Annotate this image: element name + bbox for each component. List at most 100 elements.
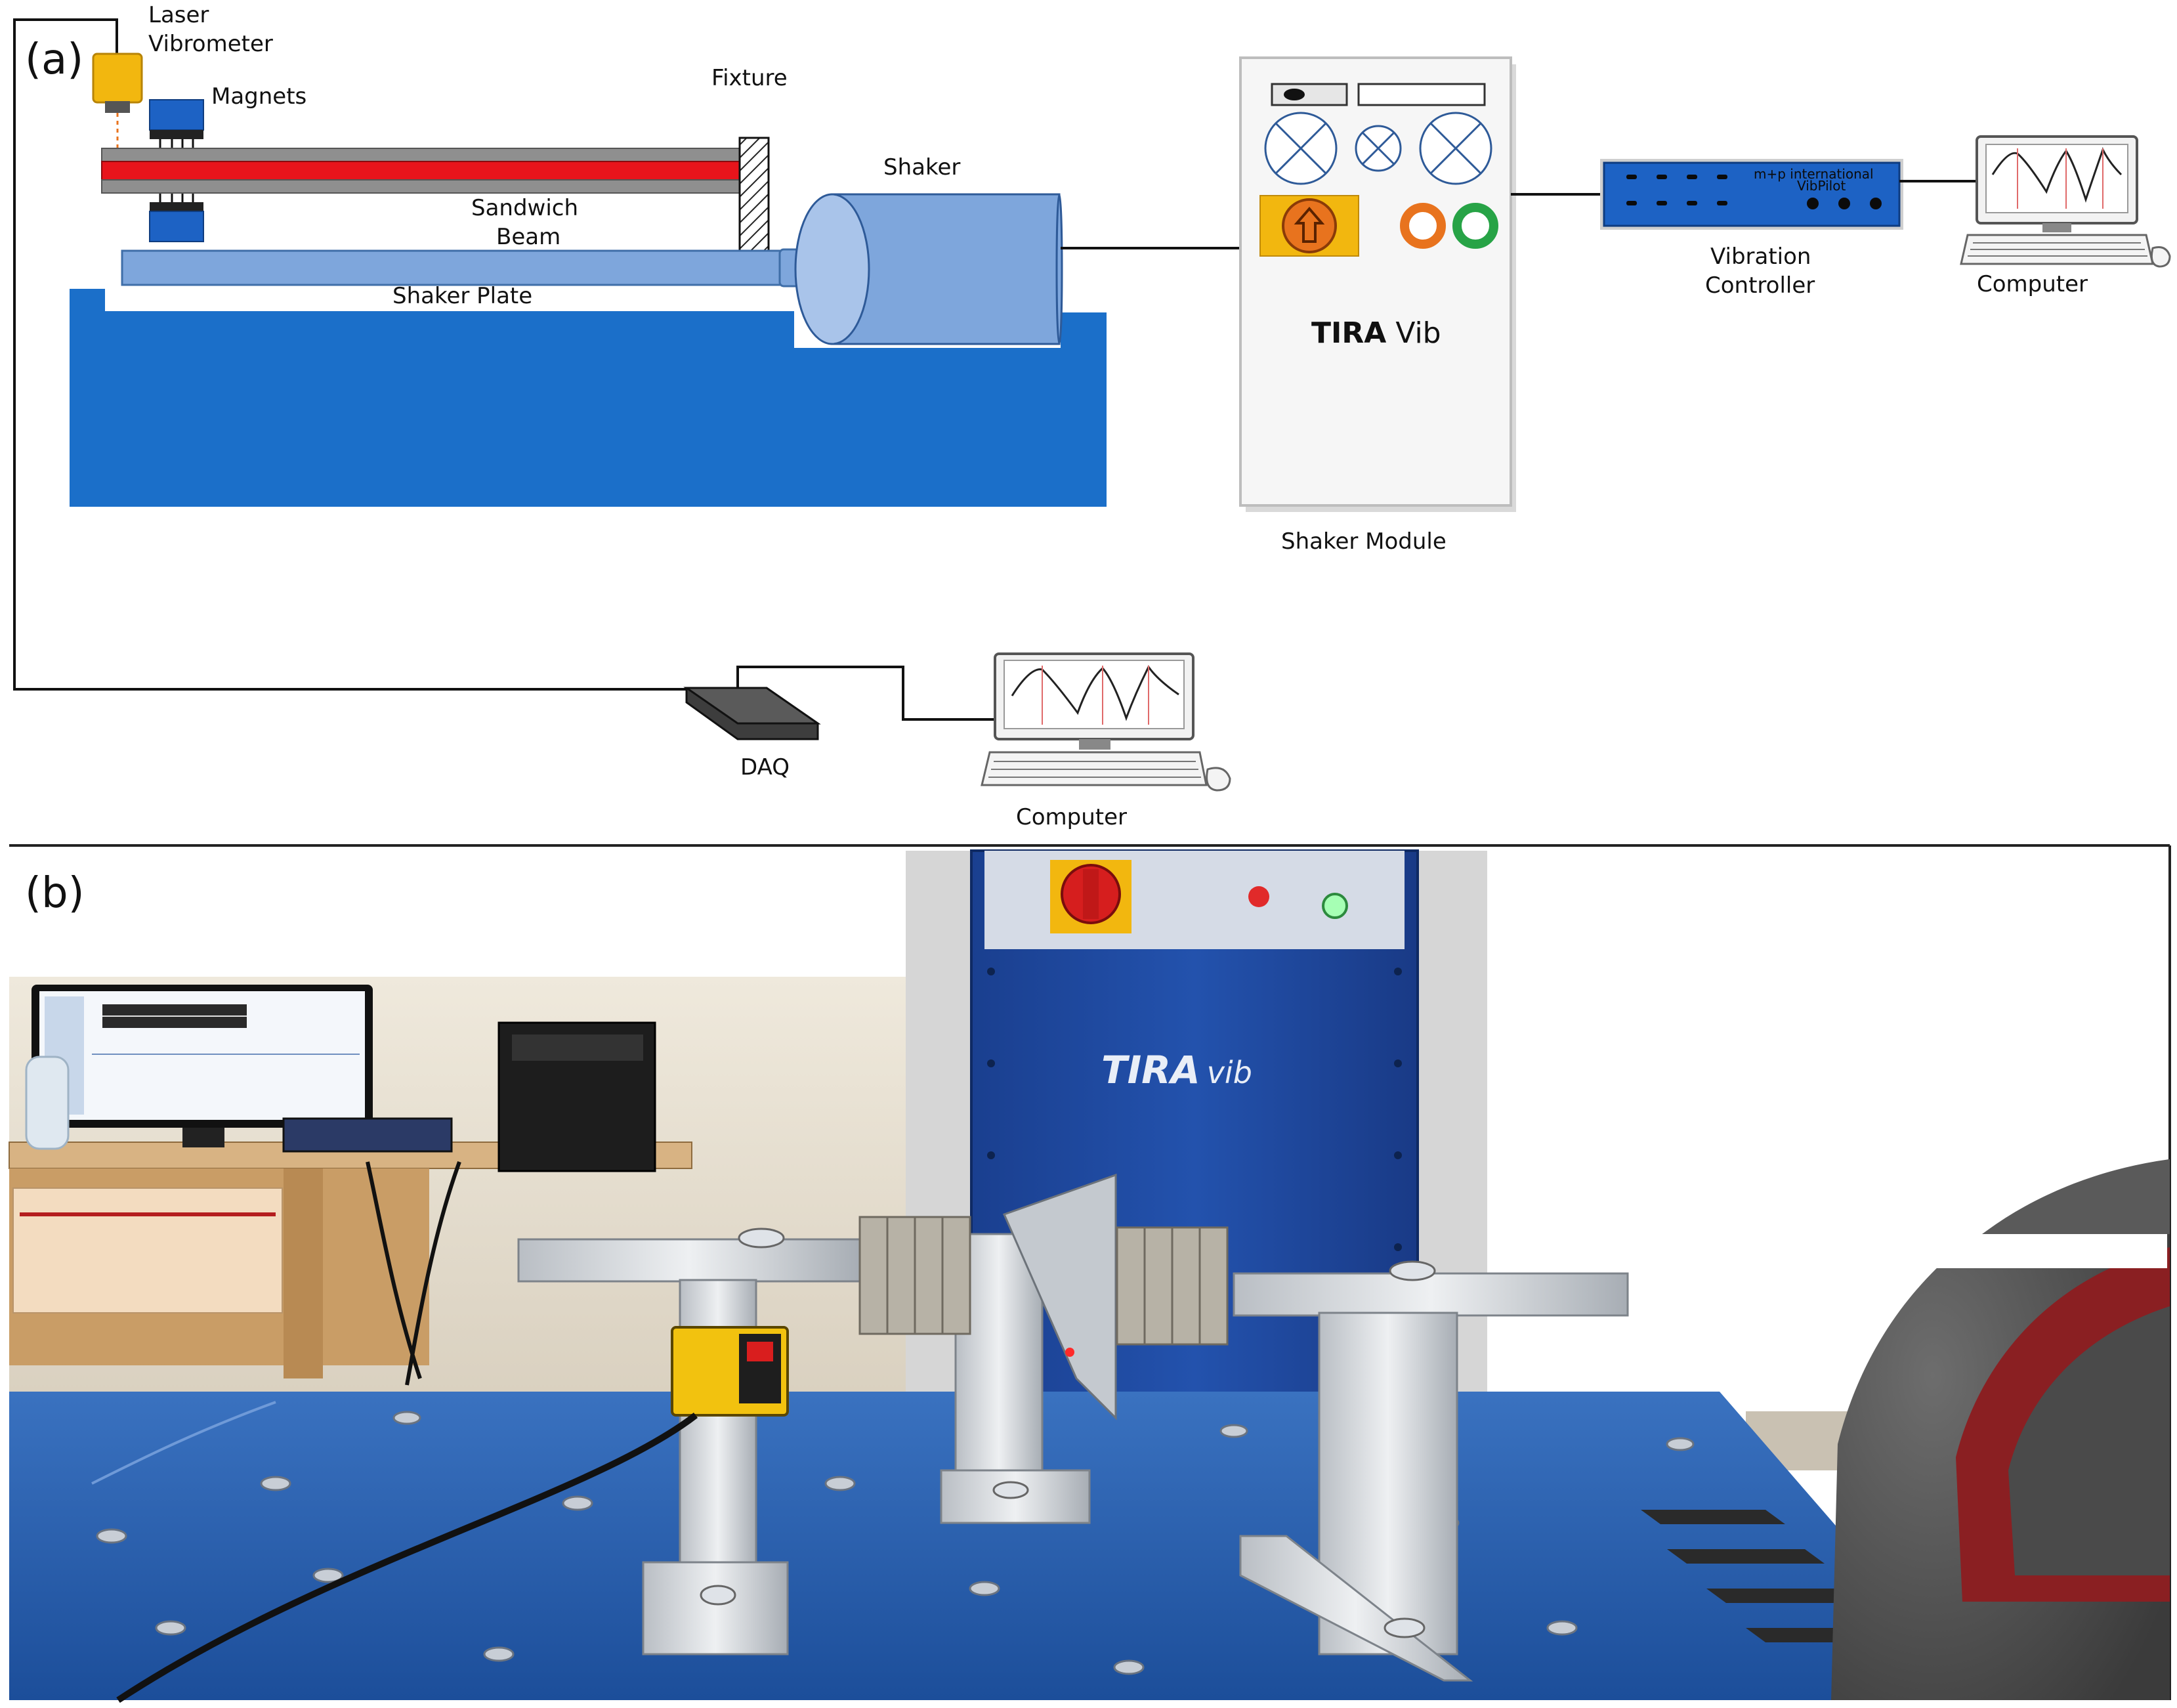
- center-plate: [1002, 1173, 1117, 1420]
- magnet-bottom: [149, 211, 204, 242]
- shaker: [778, 193, 1063, 345]
- laser-vibrometer-body: [92, 53, 143, 104]
- computer-bottom-mouse: [1206, 767, 1231, 792]
- left-post-foot: [642, 1561, 789, 1655]
- left-top-bolt: [738, 1228, 785, 1249]
- tower-pc-drive-bay: [512, 1035, 643, 1061]
- shaker-module-label: Shaker Module: [1281, 528, 1447, 555]
- computer-bottom-label: Computer: [1016, 804, 1127, 830]
- right-post-foot: [1239, 1535, 1473, 1682]
- sandwich-beam-label-line1: Sandwich: [471, 195, 578, 221]
- panel-b-label: (b): [25, 869, 85, 918]
- laser-sensor-cable: [116, 1413, 698, 1703]
- daq: [683, 687, 821, 740]
- magnets-label: Magnets: [211, 83, 306, 110]
- laser-vibrometer-label-line1: Laser: [148, 2, 209, 28]
- slip-table: [9, 1392, 1890, 1700]
- computer-right: [1960, 135, 2171, 268]
- fixture: [738, 137, 770, 252]
- module-meters: [1264, 112, 1492, 185]
- center-foot-bolt: [992, 1481, 1029, 1499]
- keyboard-keys: [1968, 242, 2147, 257]
- cabinet-brand-rest: vib: [1207, 1055, 1252, 1090]
- beam-bottom-layer: [101, 179, 740, 194]
- magnet-top-plate: [150, 130, 203, 139]
- shaker-plate-label: Shaker Plate: [392, 283, 532, 309]
- main-switch-handle: [1083, 869, 1099, 919]
- frf-markers: [2017, 148, 2103, 209]
- magnet-stack-right: [1116, 1226, 1229, 1346]
- shaker-module: TIRA Vib: [1239, 56, 1516, 512]
- frf-markers-bottom: [1042, 666, 1149, 725]
- controller-brand-line2: VibPilot: [1797, 178, 1846, 194]
- right-crossbar: [1233, 1272, 1629, 1317]
- sandwich-beam-label-line2: Beam: [496, 224, 560, 250]
- computer-right-label: Computer: [1977, 271, 2088, 297]
- controller-body: [1603, 161, 1901, 227]
- daq-to-computer-cable: [736, 666, 995, 721]
- keyboard-keys-bottom: [988, 761, 1201, 778]
- daq-top: [683, 687, 821, 725]
- cabinet-screws: [987, 968, 1402, 1251]
- shaker-body: [831, 193, 1061, 345]
- photo-mask-top-right: [1487, 851, 2167, 1159]
- module-display: [1357, 83, 1486, 106]
- laser-vibrometer: [92, 53, 143, 152]
- magnet-stack-left: [858, 1216, 971, 1335]
- base-block: [70, 289, 1107, 507]
- computer-bottom-stand: [1079, 739, 1110, 750]
- module-indicator-dot: [1284, 89, 1305, 100]
- shaker-plate: [121, 249, 794, 286]
- emergency-switch: [1282, 198, 1337, 253]
- right-top-bolt: [1389, 1260, 1436, 1281]
- module-brand: TIRA Vib: [1311, 316, 1441, 350]
- sandwich-beam: [101, 148, 740, 194]
- fixture-label: Fixture: [711, 65, 788, 91]
- beam-top-layer: [101, 148, 740, 162]
- computer-bottom-screen: [1004, 660, 1185, 729]
- laser-vibrometer-label-line2: Vibrometer: [148, 31, 273, 57]
- magnet-top: [149, 99, 204, 131]
- magnet-bottom-plate: [150, 202, 203, 211]
- shaker-back: [1055, 193, 1063, 345]
- panel-a-label: (a): [25, 35, 83, 84]
- up-arrow-icon: [1294, 206, 1325, 243]
- desk-cables: [366, 1161, 461, 1386]
- module-indicator: [1271, 83, 1348, 106]
- controller-brand-line1: m+p international: [1754, 166, 1874, 182]
- daq-label: DAQ: [740, 754, 790, 780]
- left-crossbar: [517, 1238, 861, 1283]
- laser-sensor-lens: [747, 1342, 773, 1361]
- computer-right-stand: [2042, 223, 2071, 232]
- beam-core-layer: [101, 161, 740, 181]
- laser-to-daq-cable: [13, 18, 710, 691]
- shaker-armature-center: [2008, 1306, 2170, 1575]
- start-button-green: [1452, 203, 1498, 249]
- cabinet-red-lamp: [1248, 886, 1269, 907]
- water-bottle: [25, 1056, 70, 1150]
- laser-spot: [1065, 1348, 1074, 1357]
- left-foot-bolt: [700, 1585, 736, 1606]
- shaker-label: Shaker: [883, 154, 960, 181]
- shaker-face: [794, 193, 870, 345]
- start-button-orange: [1400, 203, 1446, 249]
- right-foot-bolt: [1384, 1617, 1426, 1638]
- lab-monitor-stand: [182, 1128, 224, 1147]
- photo-mask-top-left: [9, 851, 906, 977]
- vibration-controller-label-line2: Controller: [1705, 272, 1815, 299]
- base-notch: [70, 289, 105, 311]
- fixture-wall: [738, 137, 770, 252]
- computer-bottom: [981, 652, 1231, 792]
- computer-right-mouse: [2150, 246, 2171, 268]
- panel-a: (a) Laser Vibrometer Magnets: [13, 2, 2171, 830]
- cabinet-green-lamp: [1322, 893, 1348, 919]
- desk-poster: [12, 1187, 283, 1313]
- controller-front-panel-dots: [1626, 175, 1882, 209]
- desk-leg: [284, 1168, 323, 1378]
- vibration-controller: m+p international VibPilot: [1600, 159, 1903, 230]
- cabinet-brand-bold: TIRA: [1101, 1048, 1200, 1092]
- thin-blue-cable: [91, 1401, 276, 1485]
